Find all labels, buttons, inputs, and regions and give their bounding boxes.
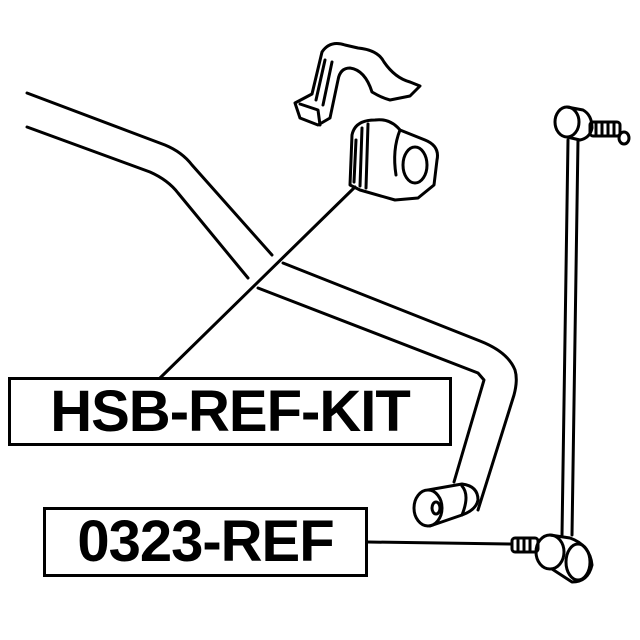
part-number-label-bushing-kit: HSB-REF-KIT bbox=[8, 377, 452, 446]
stabilizer-link bbox=[510, 105, 631, 584]
leader-line-bushing bbox=[158, 185, 357, 380]
stabilizer-bar-end-eye bbox=[412, 482, 480, 528]
bushing bbox=[348, 118, 439, 202]
part-number-label-stabilizer-link: 0323-REF bbox=[43, 507, 368, 577]
stabilizer-bar bbox=[25, 91, 518, 512]
bushing-clamp bbox=[293, 42, 422, 127]
leader-line-link bbox=[366, 540, 514, 546]
